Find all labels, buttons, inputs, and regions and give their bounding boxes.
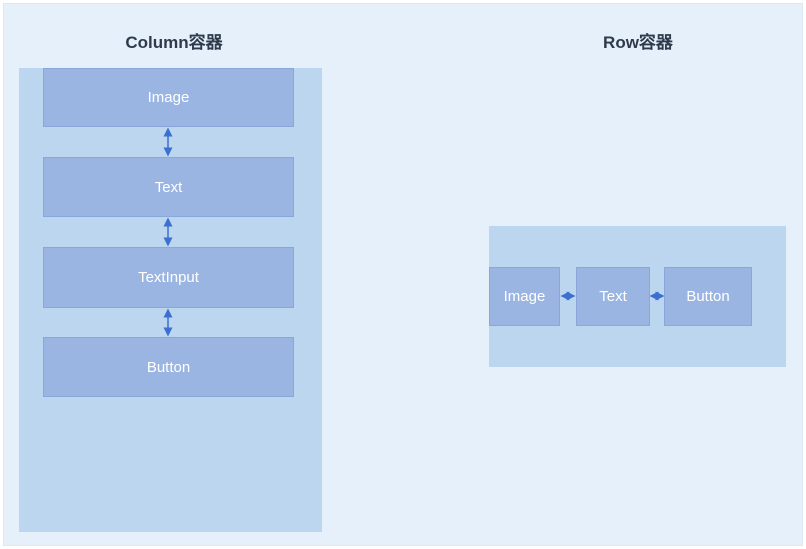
diagram-canvas: Column容器 Row容器 Image Text TextInput Butt… bbox=[3, 3, 803, 546]
spacing-arrows bbox=[163, 127, 665, 337]
row-text-box: Text bbox=[576, 267, 650, 326]
column-button-box: Button bbox=[43, 337, 294, 397]
row-image-box: Image bbox=[489, 267, 560, 326]
column-textinput-box: TextInput bbox=[43, 247, 294, 308]
column-container-title: Column容器 bbox=[125, 33, 223, 52]
column-image-box: Image bbox=[43, 68, 294, 127]
row-container-title: Row容器 bbox=[603, 33, 673, 52]
column-text-box: Text bbox=[43, 157, 294, 217]
row-button-box: Button bbox=[664, 267, 752, 326]
